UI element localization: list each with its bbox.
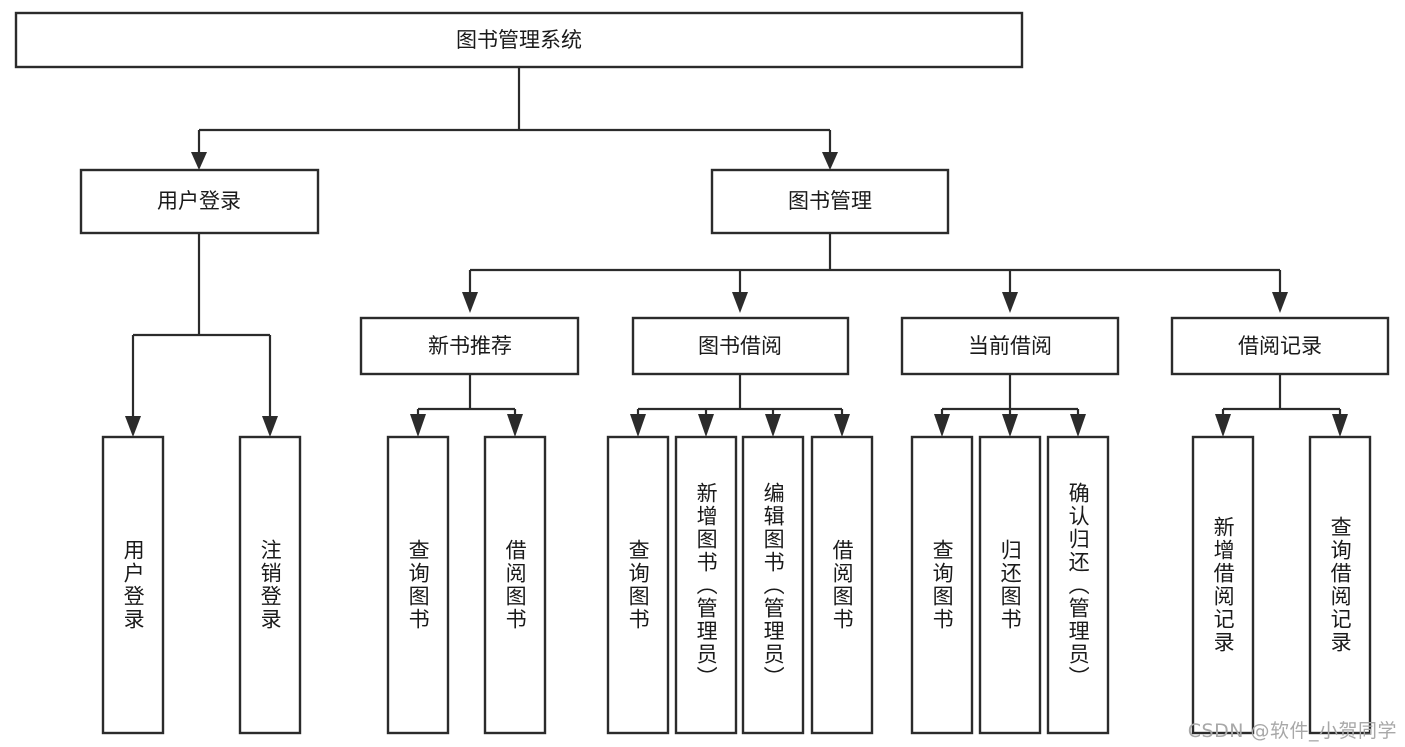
- arrowhead-leaf-user-login: [125, 416, 141, 437]
- node-leaf-logout[interactable]: [238, 435, 302, 735]
- arrowhead-nb-leaf-1: [410, 414, 426, 437]
- node-leaf-user-login[interactable]: [101, 435, 165, 735]
- node-layer: 图书管理系统 用户登录 图书管理 新书推荐 图书借阅 当前: [14, 11, 1390, 735]
- node-label-user-login: 用户登录: [157, 189, 241, 213]
- node-leaf-br-add-record[interactable]: [1191, 435, 1255, 735]
- node-leaf-bb-query-book[interactable]: [606, 435, 670, 735]
- arrowhead-new-book: [462, 292, 478, 313]
- arrowhead-br-leaf-2: [1332, 414, 1348, 437]
- node-leaf-br-query-record[interactable]: [1308, 435, 1372, 735]
- node-leaf-nb-borrow-book[interactable]: [483, 435, 547, 735]
- connector-layer: [125, 67, 1348, 437]
- node-borrow-record[interactable]: 借阅记录: [1170, 316, 1390, 376]
- node-leaf-bb-borrow-book[interactable]: [810, 435, 874, 735]
- arrowhead-book-borrow: [732, 292, 748, 313]
- arrowhead-current-borrow: [1002, 292, 1018, 313]
- node-label-borrow-record: 借阅记录: [1238, 334, 1322, 358]
- arrowhead-bb-leaf-1: [630, 414, 646, 437]
- arrowhead-cb-leaf-3: [1070, 414, 1086, 437]
- node-current-borrow[interactable]: 当前借阅: [900, 316, 1120, 376]
- arrowhead-borrow-record: [1272, 292, 1288, 313]
- arrowhead-book-manage: [822, 152, 838, 170]
- node-label-new-book-recommend: 新书推荐: [428, 334, 512, 358]
- node-new-book-recommend[interactable]: 新书推荐: [359, 316, 580, 376]
- arrowhead-bb-leaf-4: [834, 414, 850, 437]
- node-label-root: 图书管理系统: [456, 28, 582, 52]
- node-leaf-cb-return-book[interactable]: [978, 435, 1042, 735]
- node-leaf-nb-query-book[interactable]: [386, 435, 450, 735]
- arrowhead-cb-leaf-1: [934, 414, 950, 437]
- node-root-system[interactable]: 图书管理系统: [14, 11, 1024, 69]
- csdn-watermark: CSDN @软件_小贺同学: [1187, 720, 1397, 742]
- node-label-book-manage: 图书管理: [788, 189, 872, 213]
- node-user-login[interactable]: 用户登录: [79, 168, 320, 235]
- arrowhead-cb-leaf-2: [1002, 414, 1018, 437]
- node-leaf-cb-query-book[interactable]: [910, 435, 974, 735]
- arrowhead-bb-leaf-2: [698, 414, 714, 437]
- node-leaf-bb-edit-book[interactable]: [741, 435, 805, 735]
- node-label-current-borrow: 当前借阅: [968, 334, 1052, 358]
- arrowhead-nb-leaf-2: [507, 414, 523, 437]
- arrowhead-br-leaf-1: [1215, 414, 1231, 437]
- node-leaf-bb-add-book[interactable]: [674, 435, 738, 735]
- arrowhead-user-login: [191, 152, 207, 170]
- node-leaf-cb-confirm-return[interactable]: [1046, 435, 1110, 735]
- node-book-manage[interactable]: 图书管理: [710, 168, 950, 235]
- node-label-book-borrow: 图书借阅: [698, 334, 782, 358]
- node-book-borrow[interactable]: 图书借阅: [631, 316, 850, 376]
- arrowhead-bb-leaf-3: [765, 414, 781, 437]
- arrowhead-leaf-logout: [262, 416, 278, 437]
